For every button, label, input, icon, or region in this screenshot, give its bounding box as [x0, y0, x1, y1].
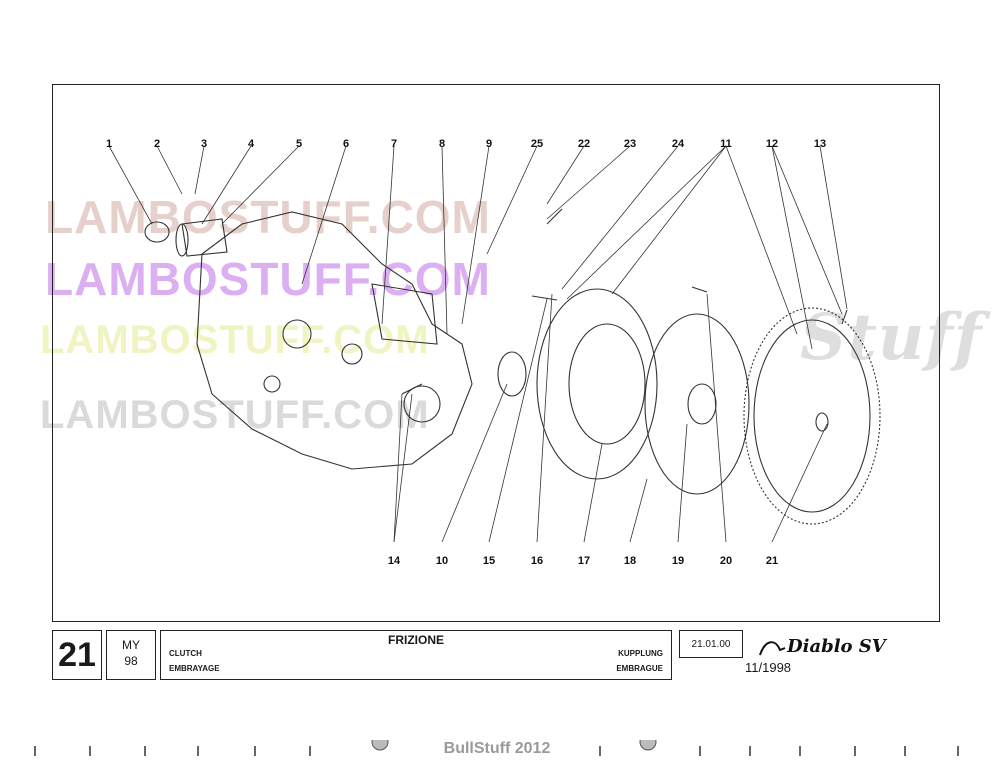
callout-24: 24 [672, 138, 685, 150]
flywheel [743, 307, 881, 525]
model-year-value: 98 [124, 654, 138, 668]
page-number: 21 [52, 630, 102, 680]
callout-15: 15 [483, 555, 495, 567]
title-english: CLUTCH [169, 649, 202, 658]
logo-word: Diablo SV [786, 636, 888, 657]
callout-3: 3 [201, 138, 207, 150]
section-title: FRIZIONE [388, 633, 444, 647]
callout-16: 16 [531, 555, 543, 567]
release-bearing [497, 351, 527, 397]
callout-17: 17 [578, 555, 590, 567]
callout-18: 18 [624, 555, 636, 567]
exploded-parts-diagram: 1 2 3 4 5 6 7 8 9 25 22 23 24 11 12 13 1… [106, 138, 881, 567]
callout-5: 5 [296, 138, 302, 150]
title-german: KUPPLUNG [618, 649, 663, 658]
seal-part [144, 221, 170, 243]
watermark-text: LAMBOSTUFF.COM [40, 393, 430, 437]
watermark-text: LAMBOSTUFF.COM [40, 318, 430, 362]
clutch-housing [196, 211, 473, 470]
callout-20: 20 [720, 555, 732, 567]
callout-23: 23 [624, 138, 636, 150]
diablo-sv-logo: Diablo SV [759, 636, 888, 657]
callout-4: 4 [248, 138, 255, 150]
model-year-label: MY [122, 638, 140, 652]
callout-14: 14 [388, 555, 401, 567]
callout-7: 7 [391, 138, 397, 150]
callout-6: 6 [343, 138, 349, 150]
clutch-disc [644, 313, 750, 495]
watermark-text: LAMBOSTUFF.COM [45, 253, 491, 305]
callout-8: 8 [439, 138, 445, 150]
callout-22: 22 [578, 138, 590, 150]
page-ruler [34, 740, 959, 756]
callout-13: 13 [814, 138, 826, 150]
pressure-plate [536, 288, 658, 480]
model-year-box: MY 98 [106, 630, 156, 680]
drawing-frame [52, 84, 940, 622]
title-spanish: EMBRAGUE [616, 664, 663, 673]
title-french: EMBRAYAGE [169, 664, 220, 673]
callout-19: 19 [672, 555, 684, 567]
revision-date: 11/1998 [745, 660, 792, 675]
callout-25: 25 [531, 138, 543, 150]
callout-1: 1 [106, 138, 112, 150]
watermark-text: LAMBOSTUFF.COM [45, 191, 491, 243]
watermark-script: Stuff [800, 300, 983, 375]
callout-21: 21 [766, 555, 778, 567]
callout-2: 2 [154, 138, 160, 150]
callout-11: 11 [720, 138, 732, 150]
section-code: 21.01.00 [679, 630, 743, 658]
title-box: FRIZIONE CLUTCH EMBRAYAGE KUPPLUNG EMBRA… [160, 630, 672, 680]
callout-12: 12 [766, 138, 778, 150]
footer-brand: BullStuff 2012 [443, 740, 551, 757]
callout-10: 10 [436, 555, 448, 567]
bushing-part [181, 218, 228, 257]
callout-9: 9 [486, 138, 492, 150]
